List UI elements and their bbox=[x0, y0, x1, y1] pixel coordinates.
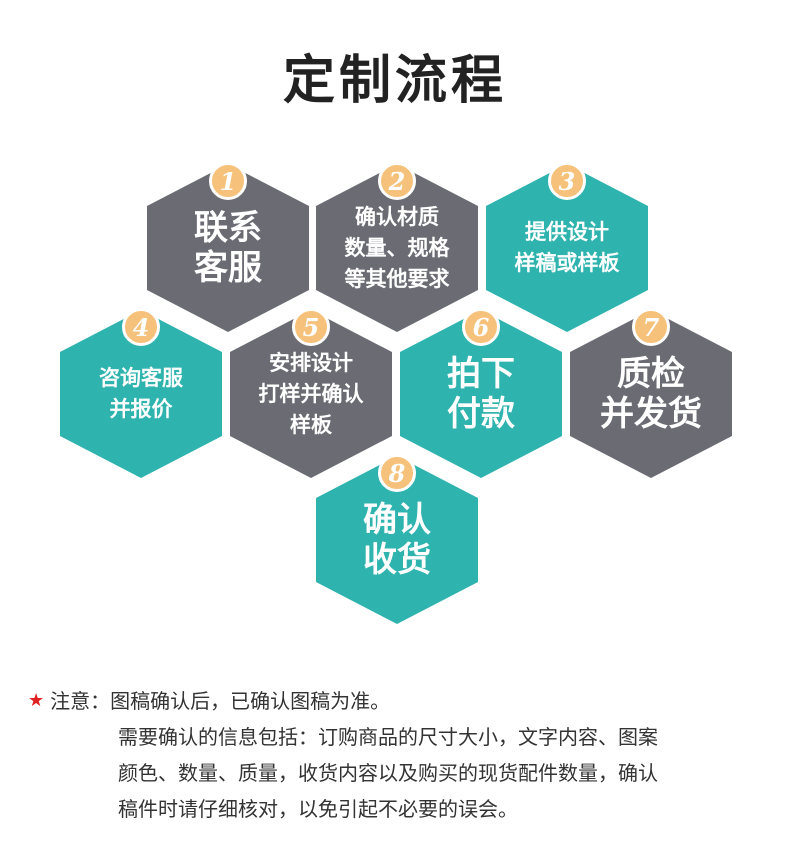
hexagon-shape bbox=[230, 310, 392, 478]
step-2-label: 确认材质 数量、规格 等其他要求 bbox=[344, 204, 450, 291]
step-2-hexagon: 确认材质 数量、规格 等其他要求 2 bbox=[316, 162, 478, 332]
step-4-label: 咨询客服 并报价 bbox=[99, 366, 183, 421]
step-1-number: 1 bbox=[209, 162, 247, 200]
step-4-hexagon: 咨询客服 并报价 4 bbox=[60, 308, 222, 478]
step-6-hexagon: 拍下 付款 6 bbox=[400, 308, 562, 478]
step-8-label: 确认 收货 bbox=[363, 500, 431, 580]
hexagon-shape bbox=[60, 310, 222, 478]
step-6-label: 拍下 付款 bbox=[447, 354, 515, 434]
process-flow: 联系 客服 1 确认材质 数量、规格 等其他要求 2 提供设计 样稿或样板 3 … bbox=[60, 162, 732, 624]
step-1-label: 联系 客服 bbox=[194, 208, 262, 288]
step-1-hexagon: 联系 客服 1 bbox=[147, 162, 309, 332]
hexagon-shape bbox=[147, 164, 309, 332]
step-7-label: 质检 并发货 bbox=[600, 354, 702, 434]
notice-line: 稿件时请仔细核对，以免引起不必要的误会。 bbox=[118, 797, 518, 821]
step-6-number: 6 bbox=[462, 308, 500, 346]
hexagon-shape bbox=[570, 310, 732, 478]
star-icon: ★ bbox=[28, 690, 45, 711]
hexagon-shape bbox=[486, 164, 648, 332]
hexagon-shape bbox=[400, 310, 562, 478]
step-8-hexagon: 确认 收货 8 bbox=[316, 454, 478, 624]
hexagon-shape bbox=[316, 164, 478, 332]
step-4-number: 4 bbox=[122, 308, 160, 346]
step-3-hexagon: 提供设计 样稿或样板 3 bbox=[486, 162, 648, 332]
notice-label: 注意： bbox=[50, 689, 111, 713]
step-5-number: 5 bbox=[292, 308, 330, 346]
page-title: 定制流程 bbox=[282, 51, 507, 111]
step-3-number: 3 bbox=[548, 162, 586, 200]
notice-section: ★ 注意： 图稿确认后，已确认图稿为准。 需要确认的信息包括：订购商品的尺寸大小… bbox=[28, 683, 768, 827]
hexagon-shape bbox=[316, 456, 478, 624]
step-3-label: 提供设计 样稿或样板 bbox=[514, 220, 620, 275]
notice-line: 需要确认的信息包括：订购商品的尺寸大小，文字内容、图案 bbox=[118, 725, 658, 749]
step-5-label: 安排设计 打样并确认 样板 bbox=[258, 350, 364, 437]
step-7-hexagon: 质检 并发货 7 bbox=[570, 308, 732, 478]
step-5-hexagon: 安排设计 打样并确认 样板 5 bbox=[230, 308, 392, 478]
notice-first-line: 图稿确认后，已确认图稿为准。 bbox=[110, 689, 391, 713]
step-7-number: 7 bbox=[632, 308, 670, 346]
step-8-number: 8 bbox=[378, 454, 416, 492]
step-2-number: 2 bbox=[378, 162, 416, 200]
notice-line: 颜色、数量、质量，收货内容以及购买的现货配件数量，确认 bbox=[118, 761, 658, 785]
